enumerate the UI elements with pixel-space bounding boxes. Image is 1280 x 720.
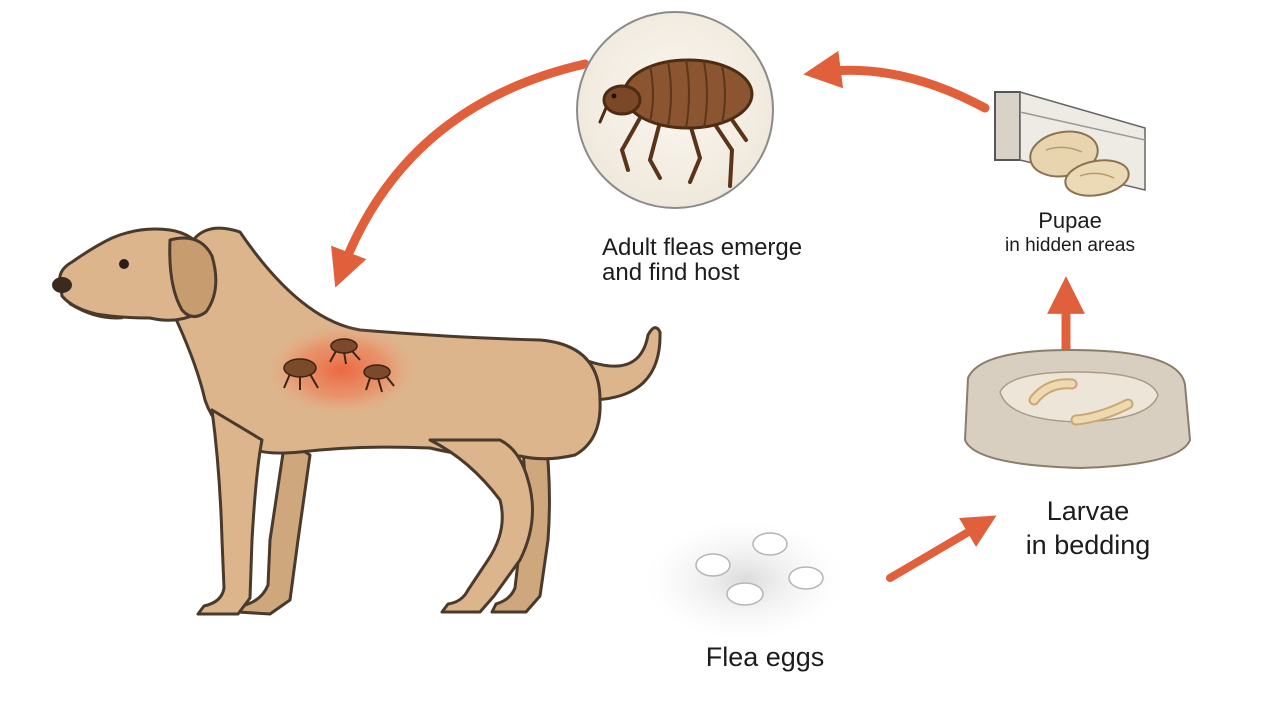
label-pupae-line2: in hidden areas: [1005, 235, 1135, 256]
label-adult-line1: Adult fleas emerge: [602, 234, 803, 261]
label-pupae-line1: Pupae: [1038, 208, 1102, 233]
arrow-adult-to-dog: [331, 59, 590, 288]
flea-egg-icon: [645, 520, 845, 640]
pupa-icon: [994, 91, 1146, 197]
label-flea-eggs: Flea eggs: [690, 640, 840, 674]
larva-icon: [1028, 378, 1134, 426]
arrow-pupae-to-adult: [803, 50, 990, 113]
pet-bed-icon: [963, 348, 1192, 470]
flea-icon: [576, 11, 774, 209]
irritation-patch: [267, 325, 417, 415]
label-larvae-line1: Larvae: [1046, 496, 1130, 526]
arrow-eggs-to-larvae: [886, 515, 997, 582]
label-larvae: Larvae in bedding: [1008, 494, 1168, 562]
label-larvae-line2: in bedding: [1025, 530, 1151, 560]
label-pupae: Pupae in hidden areas: [990, 208, 1150, 258]
label-eggs-line1: Flea eggs: [705, 642, 825, 672]
label-adult-fleas: Adult fleas emerge and find host: [602, 235, 802, 285]
cycle-arrows: [331, 50, 1085, 582]
label-adult-line2: and find host: [602, 259, 740, 286]
flea-on-dog: [283, 338, 395, 393]
dog-illustration: [52, 226, 662, 616]
